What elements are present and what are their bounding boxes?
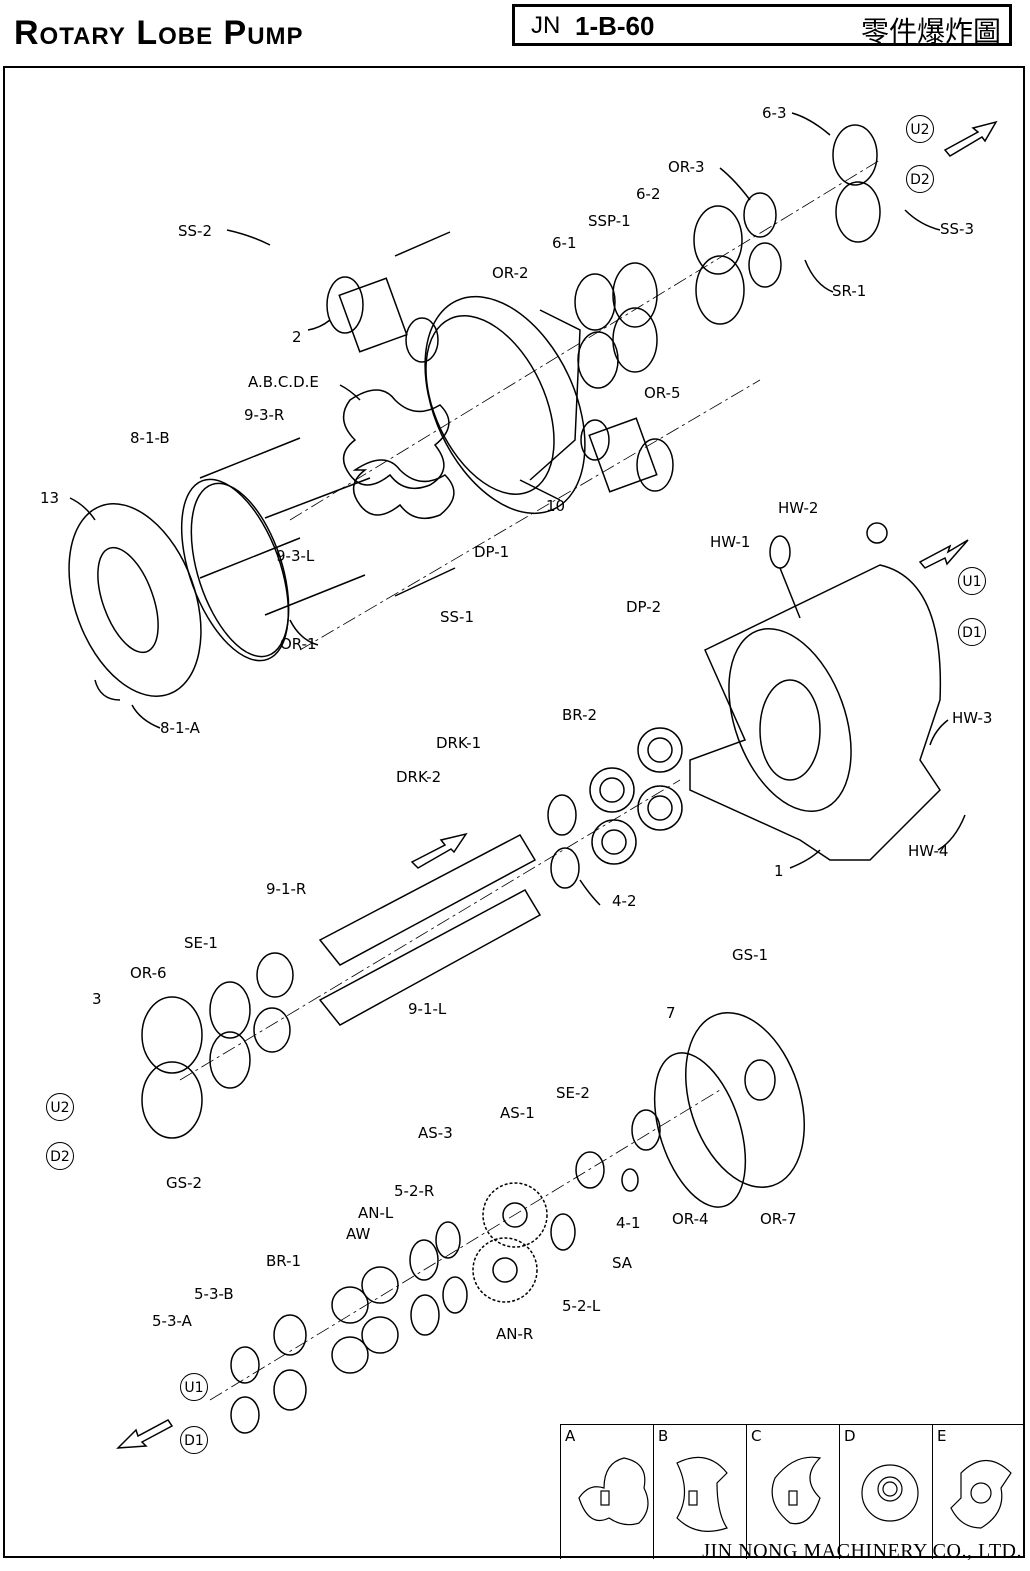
label-or-5: OR-5 xyxy=(644,384,681,402)
port-marker-d1-bottom: D1 xyxy=(180,1426,208,1454)
part-7-gear-cover xyxy=(653,1011,805,1208)
rotor-lobes xyxy=(342,389,455,520)
label-6-2: 6-2 xyxy=(636,185,661,203)
label-abcde: A.B.C.D.E xyxy=(248,373,319,391)
tri-lobe-icon xyxy=(578,1457,649,1526)
label-as-1: AS-1 xyxy=(500,1104,535,1122)
lobe-type-label: B xyxy=(658,1427,669,1445)
label-dp-2: DP-2 xyxy=(626,598,662,616)
label-drk-1: DRK-1 xyxy=(436,734,482,752)
label-aw: AW xyxy=(346,1225,371,1243)
shafts-9-1 xyxy=(318,834,542,1026)
label-hw-2: HW-2 xyxy=(778,499,819,517)
port-marker-d2-left: D2 xyxy=(46,1142,74,1170)
flow-arrow-middle xyxy=(410,832,468,869)
part-13-end-cover xyxy=(68,478,290,697)
label-7: 7 xyxy=(666,1004,676,1022)
company-name: JIN NONG MACHINERY CO., LTD. xyxy=(702,1540,1022,1562)
drawing-type: 零件爆炸圖 xyxy=(860,15,1001,48)
label-13: 13 xyxy=(40,489,60,507)
label-10: 10 xyxy=(546,497,566,515)
label-or-2: OR-2 xyxy=(492,264,529,282)
label-se-2: SE-2 xyxy=(556,1084,590,1102)
port-marker-u2: U2 xyxy=(906,115,934,143)
lobe-type-c: C xyxy=(746,1425,839,1559)
label-gs-2: GS-2 xyxy=(166,1174,203,1192)
label-br-1: BR-1 xyxy=(266,1252,302,1270)
single-wing-lobe-icon xyxy=(861,1464,919,1522)
label-ssp-1: SSP-1 xyxy=(588,212,631,230)
label-9-3-r: 9-3-R xyxy=(244,406,285,424)
label-sa: SA xyxy=(612,1254,633,1272)
label-or-6: OR-6 xyxy=(130,964,167,982)
lobe-type-d: D xyxy=(839,1425,932,1559)
lobe-type-label: D xyxy=(844,1427,856,1445)
label-gs-1: GS-1 xyxy=(732,946,769,964)
label-8-1-b: 8-1-B xyxy=(130,429,170,447)
port-marker-u2-left: U2 xyxy=(46,1093,74,1121)
drawing-frame xyxy=(3,66,1025,1558)
label-ss-2: SS-2 xyxy=(178,222,212,240)
lobe-type-a: A xyxy=(560,1425,653,1559)
drawing-code-box: JN 1-B-60 零件爆炸圖 xyxy=(512,4,1012,48)
lobe-type-label: A xyxy=(565,1427,576,1445)
lobe-type-e: E xyxy=(932,1425,1025,1559)
label-9-1-l: 9-1-L xyxy=(408,1000,447,1018)
label-se-1: SE-1 xyxy=(184,934,218,952)
port-marker-d2: D2 xyxy=(906,165,934,193)
label-ss-3: SS-3 xyxy=(940,220,974,238)
label-1: 1 xyxy=(774,862,784,880)
label-5-2-l: 5-2-L xyxy=(562,1297,601,1315)
label-drk-2: DRK-2 xyxy=(396,768,442,786)
label-or-4: OR-4 xyxy=(672,1210,709,1228)
label-hw-3: HW-3 xyxy=(952,709,993,727)
label-hw-4: HW-4 xyxy=(908,842,949,860)
flow-arrow-bottom-left xyxy=(116,1419,174,1449)
label-as-3: AS-3 xyxy=(418,1124,453,1142)
lobe-type-label: C xyxy=(751,1427,762,1445)
lobe-type-b: B xyxy=(653,1425,746,1559)
label-6-3: 6-3 xyxy=(762,104,787,122)
bi-wing-lobe-icon xyxy=(771,1456,822,1525)
label-5-2-r: 5-2-R xyxy=(394,1182,435,1200)
label-8-1-a: 8-1-A xyxy=(160,719,200,737)
label-5-3-a: 5-3-A xyxy=(152,1312,192,1330)
label-4-2: 4-2 xyxy=(612,892,637,910)
label-or-3: OR-3 xyxy=(668,158,705,176)
part-10-front-cover-housing xyxy=(424,295,586,515)
flow-arrow-right xyxy=(918,539,969,569)
code-prefix: JN xyxy=(531,12,561,39)
label-an-l: AN-L xyxy=(358,1204,394,1222)
label-6-1: 6-1 xyxy=(552,234,577,252)
label-5-3-b: 5-3-B xyxy=(194,1285,234,1303)
butterfly-lobe-icon xyxy=(950,1459,1012,1529)
label-hw-1: HW-1 xyxy=(710,533,751,551)
label-dp-1: DP-1 xyxy=(474,543,510,561)
label-or-7: OR-7 xyxy=(760,1210,797,1228)
label-sr-1: SR-1 xyxy=(832,282,867,300)
flow-arrow-top-right xyxy=(943,120,998,157)
part-1-gearbox-housing xyxy=(689,564,942,861)
page-title: Rotary Lobe Pump xyxy=(14,14,304,52)
label-9-1-r: 9-1-R xyxy=(266,880,307,898)
label-9-3-l: 9-3-L xyxy=(276,547,315,565)
label-2: 2 xyxy=(292,328,302,346)
label-3: 3 xyxy=(92,990,102,1008)
label-or-1: OR-1 xyxy=(280,635,317,653)
lobe-type-table: A B C D E xyxy=(560,1424,1025,1559)
model-number: 1-B-60 xyxy=(575,11,655,41)
bi-lobe-icon xyxy=(676,1456,728,1532)
port-marker-u1-bottom: U1 xyxy=(180,1373,208,1401)
label-4-1: 4-1 xyxy=(616,1214,641,1232)
lobe-type-label: E xyxy=(937,1427,947,1445)
label-an-r: AN-R xyxy=(496,1325,534,1343)
port-marker-d1: D1 xyxy=(958,618,986,646)
port-marker-u1: U1 xyxy=(958,567,986,595)
label-ss-1: SS-1 xyxy=(440,608,474,626)
label-br-2: BR-2 xyxy=(562,706,598,724)
